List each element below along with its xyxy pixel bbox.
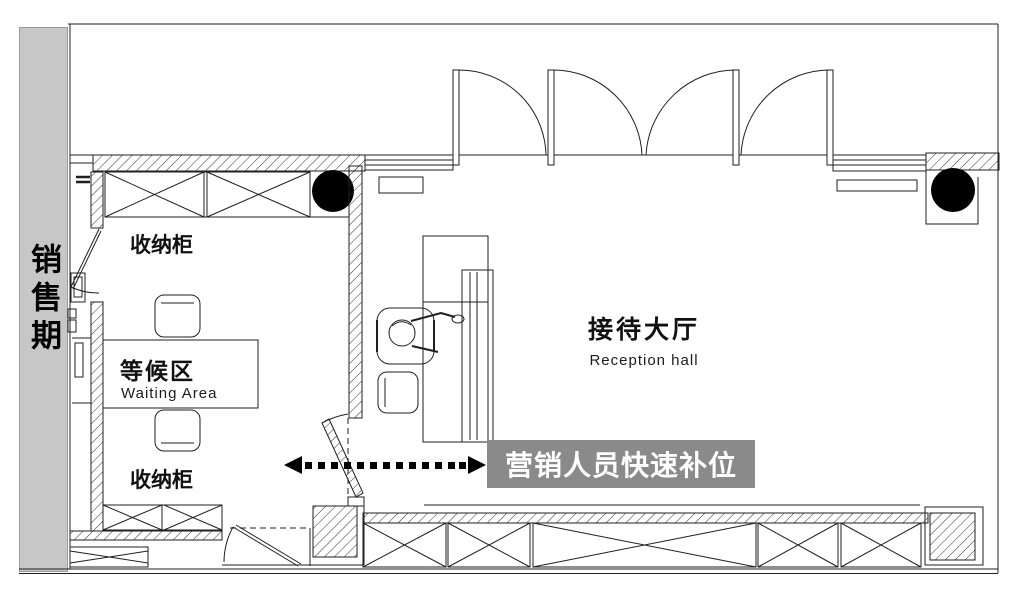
top-wall-waiting: [70, 154, 366, 172]
storage-cabinet-bottom: [69, 504, 223, 541]
column-left: [312, 170, 354, 212]
sign-left: [378, 176, 424, 194]
storage-cabinet-top: [104, 171, 349, 218]
reception-hall-label: 接待大厅 Reception hall: [544, 310, 744, 369]
waiting-chair-top: [154, 294, 201, 338]
waiting-table: [102, 339, 259, 409]
cabinet-top-label: 收纳柜: [130, 234, 193, 257]
top-wall-right: [925, 152, 1000, 225]
partition-wall: [348, 165, 363, 419]
left-wall: [76, 171, 104, 532]
closet-door: [70, 228, 102, 294]
reception-desk: [422, 235, 494, 443]
storefront-window-left: [364, 154, 454, 171]
sales-period-label: 销售期: [26, 242, 61, 357]
reception-bottom-cabinets: [362, 504, 929, 568]
storefront-window-right: [832, 154, 927, 172]
closet-fixtures: [67, 272, 91, 404]
exit-door: [222, 524, 364, 567]
quick-fill-annotation: 营销人员快速补位: [487, 440, 755, 488]
bottom-left-fixture: [69, 546, 149, 568]
sign-right: [836, 179, 918, 192]
reception-hall-label-en: Reception hall: [589, 352, 699, 369]
center-pier: [312, 496, 365, 565]
waiting-area-label-en: Waiting Area: [121, 385, 218, 402]
entrance-doors: [452, 69, 834, 166]
quick-fill-annotation-text: 营销人员快速补位: [504, 450, 737, 481]
column-right: [931, 168, 975, 212]
quick-fill-arrow: [284, 456, 486, 474]
waiting-chair-bottom: [154, 409, 201, 452]
guest-chair: [377, 371, 419, 414]
cabinet-bottom-label: 收纳柜: [130, 469, 193, 492]
receptionist-figure: [376, 307, 465, 365]
reception-hall-label-zh: 接待大厅: [587, 316, 700, 344]
plan-border: [19, 23, 999, 574]
waiting-area-label-zh: 等候区: [120, 358, 195, 384]
right-pier: [924, 506, 984, 566]
partition-door: [321, 413, 364, 500]
sales-period-bar: 销售期: [19, 27, 68, 572]
